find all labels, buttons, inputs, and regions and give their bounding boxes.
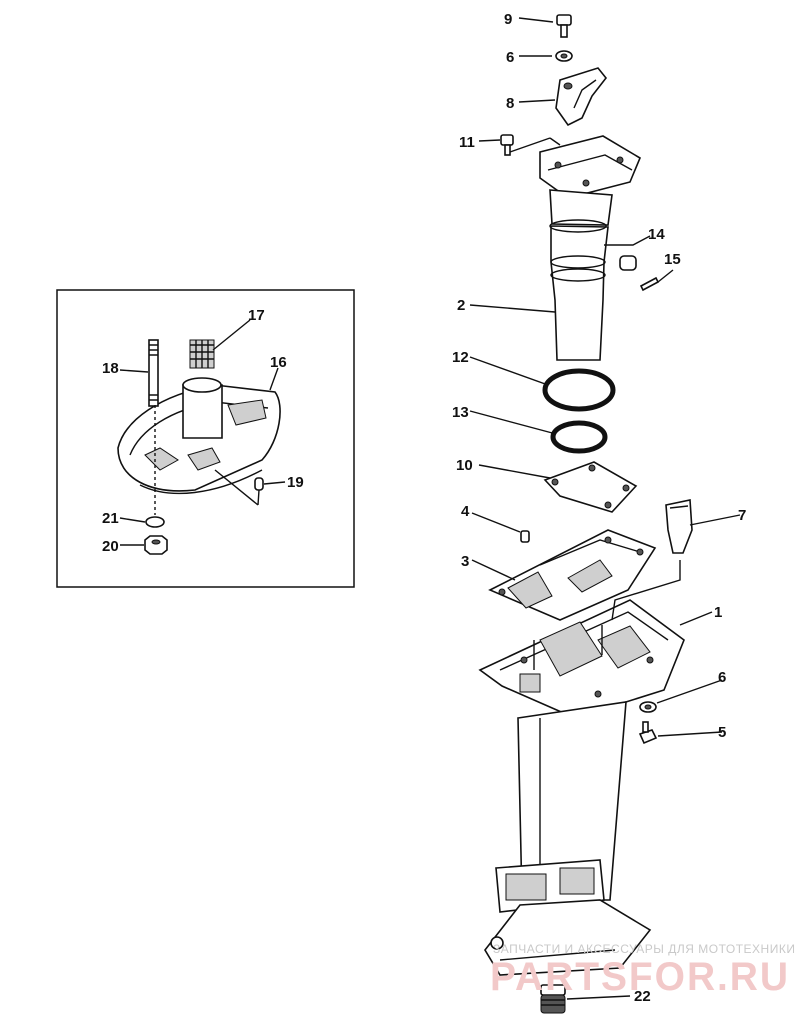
label-1: 1 bbox=[714, 604, 722, 621]
label-10: 10 bbox=[456, 457, 473, 474]
exhaust-tube-2 bbox=[539, 135, 642, 361]
label-13: 13 bbox=[452, 404, 469, 421]
label-6-top: 6 bbox=[506, 49, 514, 66]
nut-20 bbox=[144, 535, 168, 555]
washer-6-top bbox=[555, 50, 573, 62]
label-14: 14 bbox=[648, 226, 665, 243]
water-pump-base-16 bbox=[117, 377, 281, 495]
leader-lines bbox=[119, 17, 741, 1000]
seal-ring-13 bbox=[550, 420, 608, 454]
driveshaft-housing-1 bbox=[478, 599, 685, 976]
label-18: 18 bbox=[102, 360, 119, 377]
label-5: 5 bbox=[718, 724, 726, 741]
label-7: 7 bbox=[738, 507, 746, 524]
screw-9 bbox=[556, 14, 572, 38]
label-19: 19 bbox=[287, 474, 304, 491]
seal-ring-12 bbox=[542, 368, 616, 412]
grommet-14 bbox=[619, 255, 637, 271]
watermark: ЗАПЧАСТИ И АКСЕССУАРЫ ДЛЯ МОТОТЕХНИКИ PA… bbox=[490, 942, 795, 999]
washer-6-bottom bbox=[639, 701, 657, 713]
watermark-brand: PARTSFOR.RU bbox=[490, 955, 790, 999]
label-17: 17 bbox=[248, 307, 265, 324]
watermark-tagline: ЗАПЧАСТИ И АКСЕССУАРЫ ДЛЯ МОТОТЕХНИКИ bbox=[493, 942, 795, 956]
screw-5 bbox=[638, 721, 658, 745]
label-15: 15 bbox=[664, 251, 681, 268]
label-3: 3 bbox=[461, 553, 469, 570]
label-22: 22 bbox=[634, 988, 651, 1005]
inset-frame bbox=[56, 289, 355, 588]
label-12: 12 bbox=[452, 349, 469, 366]
label-2: 2 bbox=[457, 297, 465, 314]
stud-18 bbox=[148, 339, 159, 407]
label-16: 16 bbox=[270, 354, 287, 371]
label-9: 9 bbox=[504, 11, 512, 28]
label-20: 20 bbox=[102, 538, 119, 555]
impeller-17 bbox=[189, 339, 215, 369]
dowel-4 bbox=[520, 530, 530, 543]
label-4: 4 bbox=[461, 503, 470, 520]
part-labels: 9 6 8 11 14 15 2 12 13 10 4 7 3 1 6 5 22… bbox=[102, 11, 746, 1005]
screw-11 bbox=[500, 134, 514, 156]
label-11: 11 bbox=[459, 134, 475, 151]
gasket-3 bbox=[488, 529, 657, 621]
label-6-bottom: 6 bbox=[718, 669, 726, 686]
washer-21 bbox=[145, 516, 165, 528]
gasket-10 bbox=[543, 461, 638, 513]
bracket-8 bbox=[555, 67, 608, 127]
pin-7 bbox=[665, 499, 693, 554]
label-21: 21 bbox=[102, 510, 119, 527]
pin-15 bbox=[639, 276, 660, 292]
label-8: 8 bbox=[506, 95, 514, 112]
plug-22 bbox=[540, 984, 566, 1014]
dowel-19 bbox=[254, 477, 264, 491]
